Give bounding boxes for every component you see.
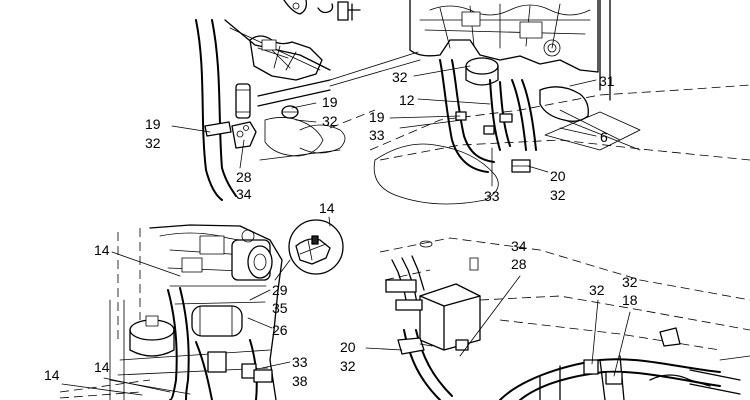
callout-19: 19 xyxy=(369,109,385,125)
callout-6: 6 xyxy=(600,129,608,145)
callout-34: 34 xyxy=(236,186,252,202)
callout-14: 14 xyxy=(94,242,110,258)
callout-14: 14 xyxy=(319,200,335,216)
callout-33: 33 xyxy=(484,188,500,204)
callout-32: 32 xyxy=(145,135,161,151)
callout-28: 28 xyxy=(511,256,527,272)
callout-19: 19 xyxy=(322,94,338,110)
callout-31: 31 xyxy=(599,73,615,89)
callout-14: 14 xyxy=(44,367,60,383)
callout-38: 38 xyxy=(292,373,308,389)
callout-32: 32 xyxy=(340,358,356,374)
callout-32: 32 xyxy=(589,282,605,298)
callout-33: 33 xyxy=(369,127,385,143)
panel-bottom-right xyxy=(365,237,750,400)
callout-18: 18 xyxy=(622,292,638,308)
panel-top-left xyxy=(171,0,421,201)
callout-19: 19 xyxy=(145,116,161,132)
callout-12: 12 xyxy=(399,92,415,108)
callout-34: 34 xyxy=(511,238,527,254)
callout-26: 26 xyxy=(272,322,288,338)
callout-35: 35 xyxy=(272,300,288,316)
callout-14: 14 xyxy=(94,359,110,375)
callout-32: 32 xyxy=(550,187,566,203)
callout-20: 20 xyxy=(550,168,566,184)
callout-32: 32 xyxy=(622,274,638,290)
panel-bottom-left xyxy=(59,216,344,400)
panel-top-right xyxy=(369,0,750,205)
callout-20: 20 xyxy=(340,339,356,355)
callout-28: 28 xyxy=(236,169,252,185)
callout-32: 32 xyxy=(392,69,408,85)
callout-32: 32 xyxy=(322,113,338,129)
callout-29: 29 xyxy=(272,282,288,298)
callout-33: 33 xyxy=(292,354,308,370)
